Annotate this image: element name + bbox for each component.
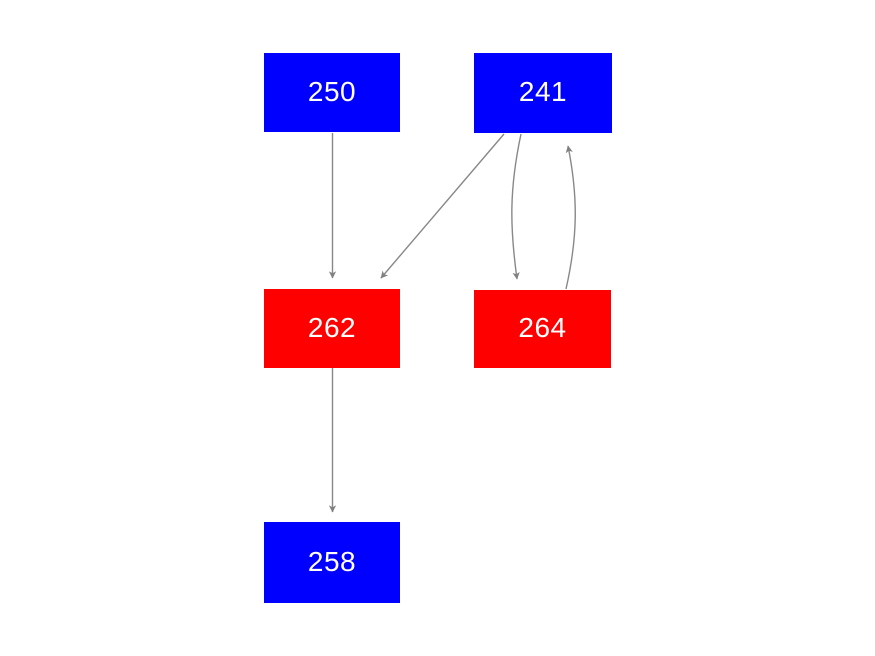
node-label: 250 <box>307 75 357 107</box>
edge-241-to-264 <box>511 133 522 280</box>
node-label: 258 <box>307 545 357 577</box>
graph-node-241[interactable]: 241 <box>474 53 612 133</box>
node-label: 262 <box>307 311 357 343</box>
graph-node-250[interactable]: 250 <box>264 53 400 132</box>
graph-node-264[interactable]: 264 <box>474 290 611 368</box>
node-label: 264 <box>518 312 567 343</box>
edge-264-to-241 <box>565 145 576 290</box>
node-label: 241 <box>518 76 568 107</box>
edge-241-to-262 <box>380 133 505 279</box>
graph-node-258[interactable]: 258 <box>264 522 400 603</box>
graph-node-262[interactable]: 262 <box>264 289 400 368</box>
